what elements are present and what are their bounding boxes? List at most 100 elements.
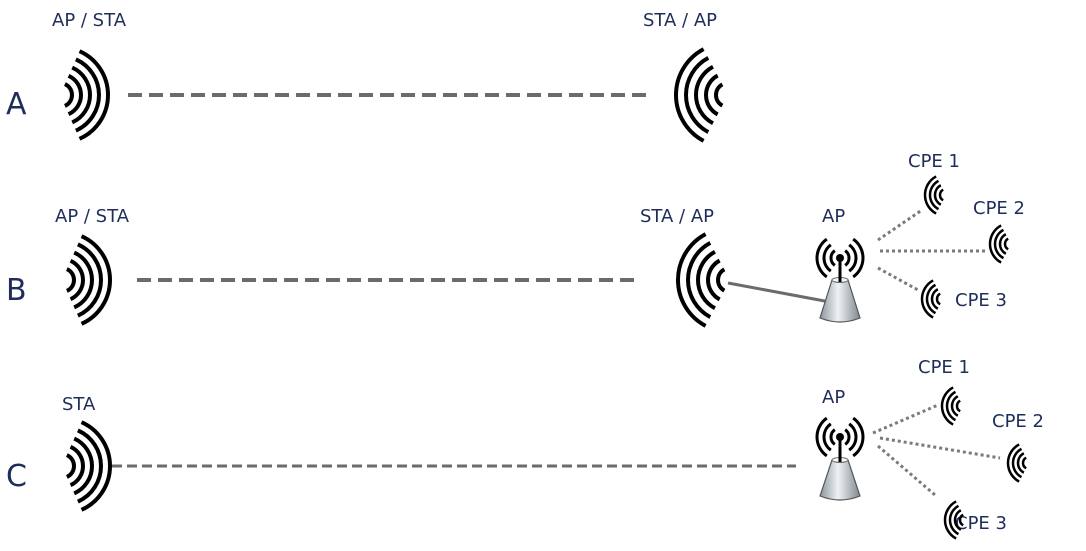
row-a-left-signal-arc-3: [71, 65, 92, 125]
row-b-cpe1-signal-arc-2: [933, 184, 942, 206]
row-b-ap-signal-left-arc-1: [829, 249, 836, 267]
row-b-ap-signal-right-arc-1: [844, 249, 851, 267]
row-b-cpe1-link: [877, 208, 923, 242]
row-c-cpe3-signal-icon: [943, 500, 964, 540]
row-b-cpe3-link: [877, 266, 919, 292]
row-a-right-signal-arc-3: [694, 64, 714, 126]
row-letter-c: C: [6, 459, 27, 494]
row-c-ap-signal-left-arc-2: [822, 422, 832, 452]
row-b-right-signal-arc-3: [696, 249, 716, 311]
row-b-right-label: STA / AP: [640, 206, 714, 227]
row-c-ap-signal-right-arc-3: [852, 416, 865, 458]
row-b-cpe1-signal-arc-3: [928, 179, 940, 211]
row-c-cpe1-signal-icon: [940, 386, 961, 426]
row-b-cpe2-signal-arc-4: [988, 224, 1002, 264]
row-b-cpe2-label: CPE 2: [973, 198, 1025, 219]
row-b-cpe3-signal-icon: [920, 279, 941, 319]
row-c-ap-signal-left-arc-1: [829, 428, 836, 446]
row-b-ap-tower-icon: [819, 254, 861, 323]
row-a-left-label: AP / STA: [52, 10, 127, 31]
row-c-cpe2-signal-arc-1: [1021, 456, 1027, 470]
row-b-right-signal-arc-4: [686, 241, 712, 319]
row-b-left-signal-icon: [65, 234, 112, 326]
row-b-left-label: AP / STA: [55, 206, 130, 227]
row-b-cpe3-signal-arc-2: [930, 288, 939, 310]
row-b-cpe2-signal-arc-1: [1003, 237, 1009, 251]
row-c-cpe1-signal-arc-3: [945, 390, 957, 422]
row-b-ap-signal-right-icon: [844, 237, 865, 279]
row-b-right-signal-arc-5: [676, 232, 707, 328]
row-b-cpe1-signal-arc-1: [938, 188, 944, 202]
row-b-cpe3-signal-arc-1: [935, 292, 941, 306]
row-b-cpe3-signal-arc-4: [920, 279, 934, 319]
row-b-right-signal-arc-2: [706, 258, 721, 302]
row-c-ap-tower-icon: [819, 433, 861, 501]
row-c-left-label: STA: [62, 394, 96, 415]
row-c-cpe3-signal-arc-4: [943, 500, 957, 540]
row-b-left-signal-arc-5: [80, 234, 112, 326]
row-b-ap-label: AP: [822, 206, 845, 227]
row-a-left-signal-icon: [63, 49, 110, 141]
row-b-cpe3-signal-arc-3: [925, 283, 937, 315]
row-c-cpe3-signal-arc-2: [953, 509, 962, 531]
row-b-cpe1-signal-icon: [923, 175, 944, 215]
row-b-ap-signal-right-arc-3: [852, 237, 865, 279]
row-c-cpe1-signal-arc-2: [950, 395, 959, 417]
row-a-right-signal-arc-5: [674, 47, 705, 143]
row-c-cpe2-signal-arc-4: [1006, 443, 1020, 483]
row-b-cpe2-signal-icon: [988, 224, 1009, 264]
row-c-cpe1-signal-arc-1: [955, 399, 961, 413]
row-a-right-signal-arc-2: [704, 73, 719, 117]
row-c-cpe3-signal-arc-1: [958, 513, 964, 527]
row-c-cpe3-signal-arc-3: [948, 504, 960, 536]
row-c-ap-signal-right-arc-2: [848, 422, 858, 452]
row-c-cpe2-link: [879, 436, 1001, 460]
row-c-ap-label: AP: [822, 387, 845, 408]
row-c-cpe1-signal-arc-4: [940, 386, 954, 426]
row-b-right-signal-arc-1: [716, 267, 726, 293]
row-b-cpe2-signal-arc-2: [998, 233, 1007, 255]
row-c-cpe1-label: CPE 1: [918, 357, 970, 378]
row-c-cpe1-link: [872, 403, 939, 435]
row-a-left-signal-arc-1: [63, 82, 74, 108]
row-b-cpe1-label: CPE 1: [908, 151, 960, 172]
row-c-ap-signal-left-arc-3: [815, 416, 828, 458]
row-b-right-signal-icon: [676, 232, 726, 328]
row-c-ap-signal-right-icon: [844, 416, 865, 458]
row-b-cpe3-label: CPE 3: [955, 290, 1007, 311]
row-c-left-signal-arc-1: [65, 453, 76, 479]
row-c-left-signal-icon: [65, 420, 112, 512]
row-c-cpe2-signal-icon: [1006, 443, 1027, 483]
row-letter-a: A: [6, 87, 27, 122]
row-b-left-signal-arc-3: [73, 250, 94, 310]
row-b-ap-signal-left-arc-3: [815, 237, 828, 279]
row-c-cpe3-label: CPE 3: [955, 513, 1007, 534]
row-b-wired-link: [727, 281, 831, 304]
row-c-left-signal-arc-4: [77, 428, 103, 504]
row-b-ap-signal-left-icon: [815, 237, 836, 279]
row-b-left-signal-arc-4: [77, 242, 103, 318]
row-a-left-signal-arc-5: [78, 49, 110, 141]
row-a-left-signal-arc-2: [67, 73, 83, 117]
row-a-left-signal-arc-4: [75, 57, 101, 133]
row-c-ap-signal-right-arc-1: [844, 428, 851, 446]
row-b-ap-signal-left-arc-2: [822, 243, 832, 273]
row-c-left-signal-arc-3: [73, 436, 94, 496]
row-b-ap-signal-right-arc-2: [848, 243, 858, 273]
row-b-cpe1-signal-arc-4: [923, 175, 937, 215]
row-b-left-signal-arc-1: [65, 267, 76, 293]
row-letter-b: B: [6, 273, 27, 308]
row-b-cpe2-signal-arc-3: [993, 228, 1005, 260]
row-c-cpe3-link: [877, 444, 936, 497]
row-a-right-label: STA / AP: [643, 10, 717, 31]
row-c-ap-signal-left-icon: [815, 416, 836, 458]
row-c-cpe2-label: CPE 2: [992, 411, 1044, 432]
row-a-right-signal-arc-1: [714, 82, 724, 108]
row-c-left-signal-arc-2: [69, 444, 85, 488]
row-a-right-signal-icon: [674, 47, 724, 143]
row-c-cpe2-signal-arc-2: [1016, 452, 1025, 474]
row-c-left-signal-arc-5: [80, 420, 112, 512]
row-b-left-signal-arc-2: [69, 258, 85, 302]
row-a-right-signal-arc-4: [684, 56, 710, 134]
